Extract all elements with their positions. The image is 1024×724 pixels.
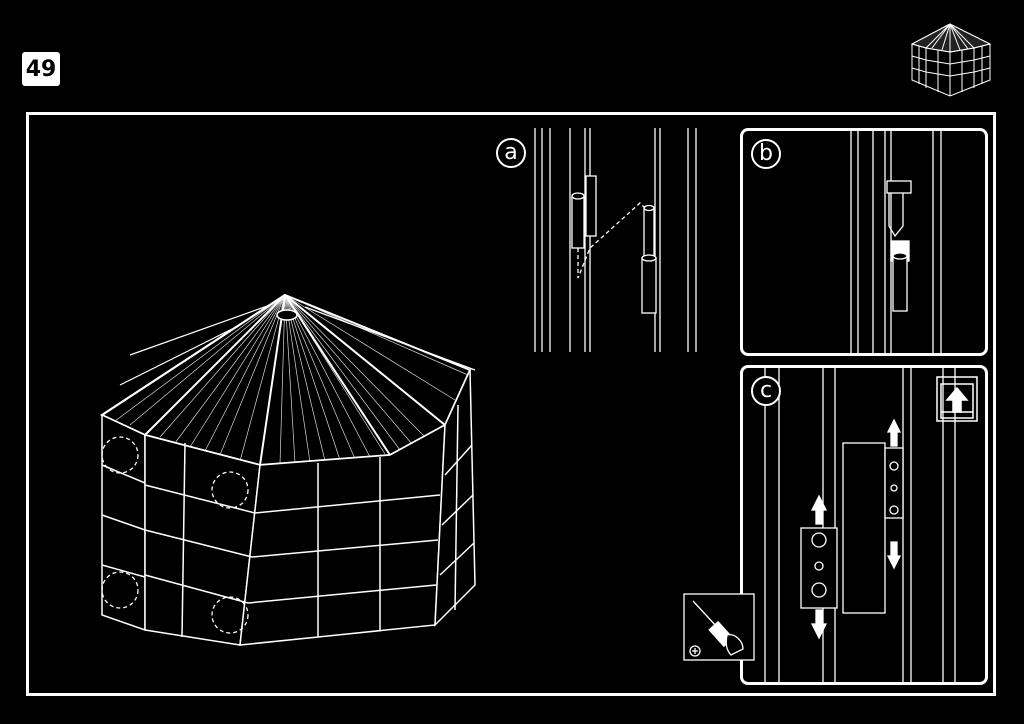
panel-a-label: a (496, 138, 526, 168)
detail-panel-b: b (740, 128, 988, 356)
octagonal-gazebo-icon (902, 18, 998, 98)
screwdriver-hand-icon (683, 593, 755, 661)
panel-b-label: b (751, 139, 781, 169)
gazebo-illustration (90, 285, 490, 665)
step-number-badge: 49 (22, 52, 60, 86)
up-arrow-sign-icon (936, 376, 978, 422)
detail-panel-a: a (490, 128, 730, 356)
detail-panel-c: c (740, 365, 988, 685)
main-illustration-frame (26, 112, 996, 696)
panel-c-label: c (751, 376, 781, 406)
